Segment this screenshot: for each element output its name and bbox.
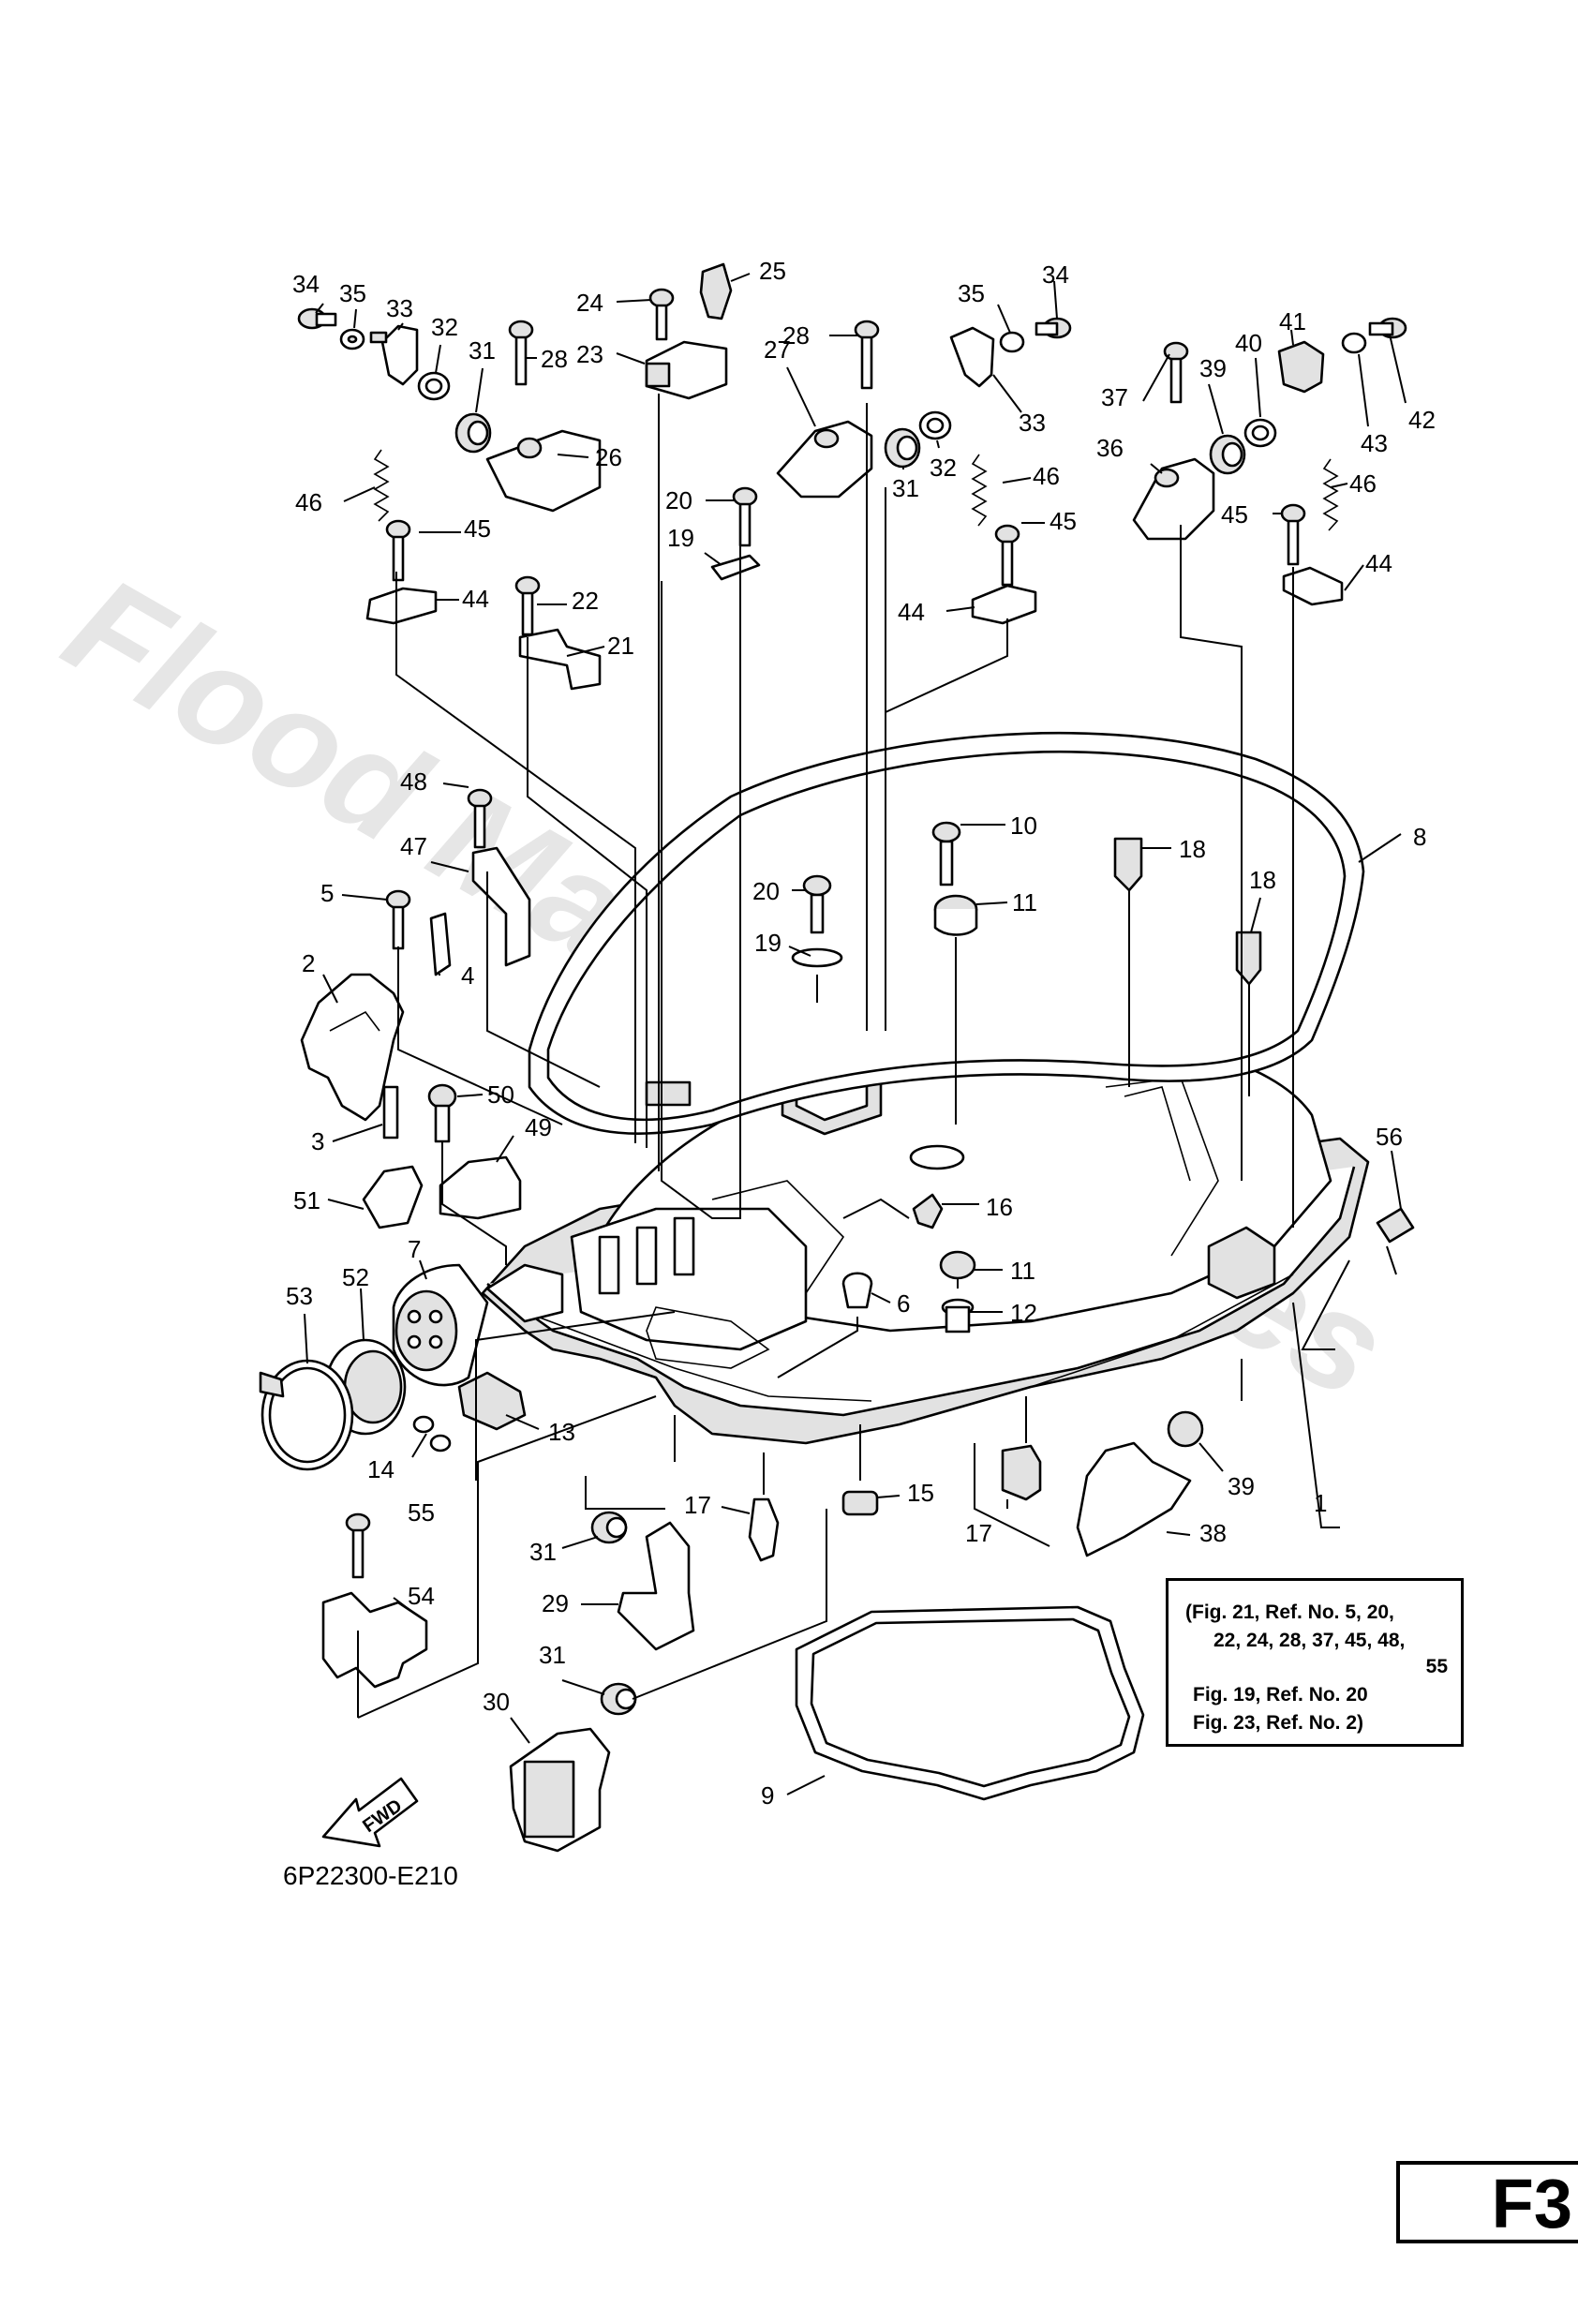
callout: 17	[965, 1519, 992, 1547]
callout: 54	[408, 1582, 435, 1610]
callout: 31	[892, 474, 919, 502]
callout: 51	[293, 1186, 320, 1214]
callout: 32	[930, 454, 957, 482]
figure-label-box: F3	[1396, 2161, 1578, 2243]
callout: 26	[595, 443, 622, 471]
callout: 1	[1314, 1489, 1327, 1517]
callout: 13	[548, 1418, 575, 1446]
diagram-code: 6P22300-E210	[283, 1861, 458, 1890]
callout: 6	[897, 1289, 910, 1318]
callout: 46	[295, 488, 322, 516]
callout: 50	[487, 1080, 514, 1109]
callout-ticks	[304, 273, 1407, 1795]
callout: 53	[286, 1282, 313, 1310]
callout: 31	[539, 1641, 566, 1669]
callout: 55	[408, 1498, 435, 1527]
callout: 4	[461, 961, 474, 990]
leader-lines	[357, 394, 1397, 1719]
callout: 32	[431, 313, 458, 341]
callout: 28	[541, 345, 568, 373]
callout: 39	[1228, 1472, 1255, 1500]
callout: 35	[958, 279, 985, 307]
callout: 45	[1221, 500, 1248, 529]
callout: 23	[576, 340, 603, 368]
callout: 8	[1413, 823, 1426, 851]
callout: 28	[782, 321, 810, 350]
callout: 20	[665, 486, 692, 514]
callout: 37	[1101, 383, 1128, 411]
note-line: 22, 24, 28, 37, 45, 48,	[1213, 1630, 1406, 1651]
callout: 47	[400, 832, 427, 860]
callout: 2	[302, 949, 315, 977]
callout: 33	[1019, 409, 1046, 437]
callout: 43	[1361, 429, 1388, 457]
callout: 11	[1012, 888, 1037, 916]
callout: 46	[1349, 469, 1377, 498]
callout: 18	[1179, 835, 1206, 863]
callout: 21	[607, 632, 634, 660]
callout: 46	[1033, 462, 1060, 490]
callout: 34	[1042, 261, 1069, 289]
callout: 34	[292, 270, 320, 298]
callout: 14	[367, 1455, 394, 1483]
callout: 7	[408, 1235, 421, 1263]
callout: 11	[1010, 1257, 1035, 1285]
note-line: Fig. 19, Ref. No. 20	[1193, 1684, 1368, 1706]
callout: 31	[529, 1538, 557, 1566]
callout: 39	[1199, 354, 1227, 382]
callout: 17	[684, 1491, 711, 1519]
callout: 18	[1249, 866, 1276, 894]
note-line: 55	[1425, 1656, 1448, 1677]
callout: 44	[462, 585, 489, 613]
callout: 44	[1365, 549, 1392, 577]
callout: 31	[469, 336, 496, 365]
note-line: Fig. 23, Ref. No. 2)	[1193, 1712, 1364, 1734]
fwd-arrow-icon	[321, 1777, 419, 1848]
callout: 56	[1376, 1123, 1403, 1151]
seal-9	[795, 1605, 1145, 1801]
callout: 27	[764, 335, 791, 364]
callout: 15	[907, 1479, 934, 1507]
callout: 19	[667, 524, 694, 552]
center-lower-parts	[509, 821, 1415, 1853]
figure-label: F3	[1491, 2165, 1572, 2242]
callout-numbers: 34 35 33 32 31 28 24 25 23 26 46 45 44 2…	[286, 257, 1436, 1810]
callout: 33	[386, 294, 413, 322]
callout: 35	[339, 279, 366, 307]
upper-left-hardware	[297, 262, 952, 691]
upper-right-hardware	[949, 317, 1407, 625]
callout: 36	[1096, 434, 1124, 462]
reference-note-box: (Fig. 21, Ref. No. 5, 20, 22, 24, 28, 37…	[1166, 1578, 1464, 1747]
callout: 52	[342, 1263, 369, 1291]
callout: 45	[1050, 507, 1077, 535]
callout: 48	[400, 767, 427, 796]
callout: 22	[572, 587, 599, 615]
callout: 5	[320, 879, 334, 907]
callout: 30	[483, 1688, 510, 1716]
callout: 16	[986, 1193, 1013, 1221]
callout: 3	[311, 1127, 324, 1155]
callout: 49	[525, 1113, 552, 1141]
callout: 42	[1408, 406, 1436, 434]
callout: 41	[1279, 307, 1306, 335]
callout: 44	[898, 598, 925, 626]
callout: 19	[754, 929, 782, 957]
callout: 25	[759, 257, 786, 285]
callout: 40	[1235, 329, 1262, 357]
callout: 12	[1010, 1299, 1037, 1327]
callout: 38	[1199, 1519, 1227, 1547]
callout: 24	[576, 289, 603, 317]
callout: 45	[464, 514, 491, 543]
note-line: (Fig. 21, Ref. No. 5, 20,	[1185, 1601, 1394, 1623]
callout: 10	[1010, 812, 1037, 840]
callout: 29	[542, 1589, 569, 1617]
callout: 9	[761, 1781, 774, 1810]
lower-left-parts: FWD	[259, 1263, 527, 1848]
callout: 20	[752, 877, 780, 905]
